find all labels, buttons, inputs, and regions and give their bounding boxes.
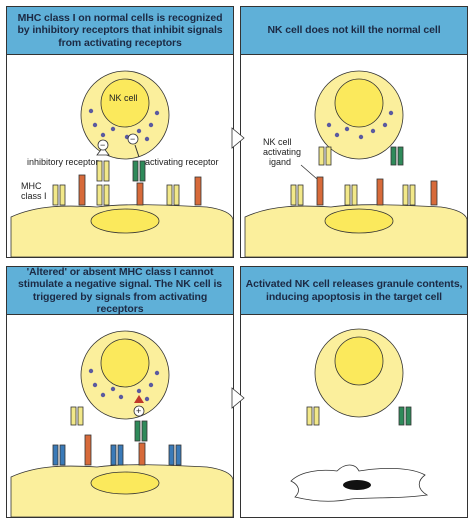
mhc-label: MHC (21, 181, 42, 191)
activating-receptor (132, 160, 146, 182)
panel-3-illustration (10, 330, 234, 518)
plus-label: + (136, 406, 142, 416)
inhibitory-receptor (70, 406, 84, 426)
ligand-label-1: NK cell (263, 137, 292, 147)
mhc-class-i (52, 184, 180, 206)
activating-receptor-label: activating receptor (145, 157, 219, 167)
panel-normal-recognition: MHC class I on normal cells is recognize… (6, 6, 234, 258)
activating-receptor (390, 146, 404, 166)
inhibitory-arrow (96, 146, 110, 156)
panel-caption: MHC class I on normal cells is recognize… (7, 7, 233, 55)
inhibitory-receptor (306, 406, 320, 426)
panel-altered-mhc: 'Altered' or absent MHC class I cannot s… (6, 266, 234, 518)
minus-sign-2 (127, 133, 139, 145)
activating-receptor (398, 406, 412, 426)
nk-cell-label: NK cell (109, 93, 138, 103)
target-cell-nucleus (90, 471, 160, 495)
panel-4-illustration (290, 328, 429, 502)
ligand-pointer (300, 164, 318, 180)
ligand-label-2: activating (263, 147, 302, 157)
nk-cell-nucleus (100, 78, 150, 128)
ligand-label-3: igand (269, 157, 292, 167)
mhc-class-i (290, 184, 416, 206)
activating-ligand (78, 174, 202, 206)
panel-apoptosis: Activated NK cell releases granule conte… (240, 266, 468, 518)
activating-ligand (316, 176, 438, 206)
target-cell-nucleus (90, 208, 160, 234)
panel-caption: Activated NK cell releases granule conte… (241, 267, 467, 315)
minus-label-2: − (130, 134, 136, 144)
panel-no-kill: NK cell does not kill the normal cell (240, 6, 468, 258)
inhibitory-receptor (96, 160, 110, 182)
inhibition-line (134, 144, 140, 158)
granules (88, 368, 160, 402)
activating-ligand (84, 434, 146, 466)
target-cell-nucleus (324, 208, 394, 234)
panel-1-illustration (10, 70, 234, 258)
nk-cell-nucleus (100, 338, 150, 388)
granules (326, 110, 394, 140)
activating-receptor (134, 420, 148, 442)
panel-2-illustration (244, 70, 468, 258)
nk-cell-nucleus (334, 78, 384, 128)
mhc-class-label: class I (21, 191, 47, 201)
minus-label-1: − (100, 140, 106, 150)
activation-arrow (134, 395, 144, 403)
condensed-nucleus (343, 480, 371, 490)
inhibitory-receptor (318, 146, 332, 166)
panel-caption: 'Altered' or absent MHC class I cannot s… (7, 266, 233, 315)
panel-caption: NK cell does not kill the normal cell (241, 7, 467, 55)
plus-sign (133, 405, 145, 417)
minus-sign-1 (97, 139, 109, 151)
inhibitory-receptor-label: inhibitory receptor (27, 157, 99, 167)
nk-cell-nucleus (334, 336, 384, 386)
altered-mhc-class-i (52, 444, 182, 466)
